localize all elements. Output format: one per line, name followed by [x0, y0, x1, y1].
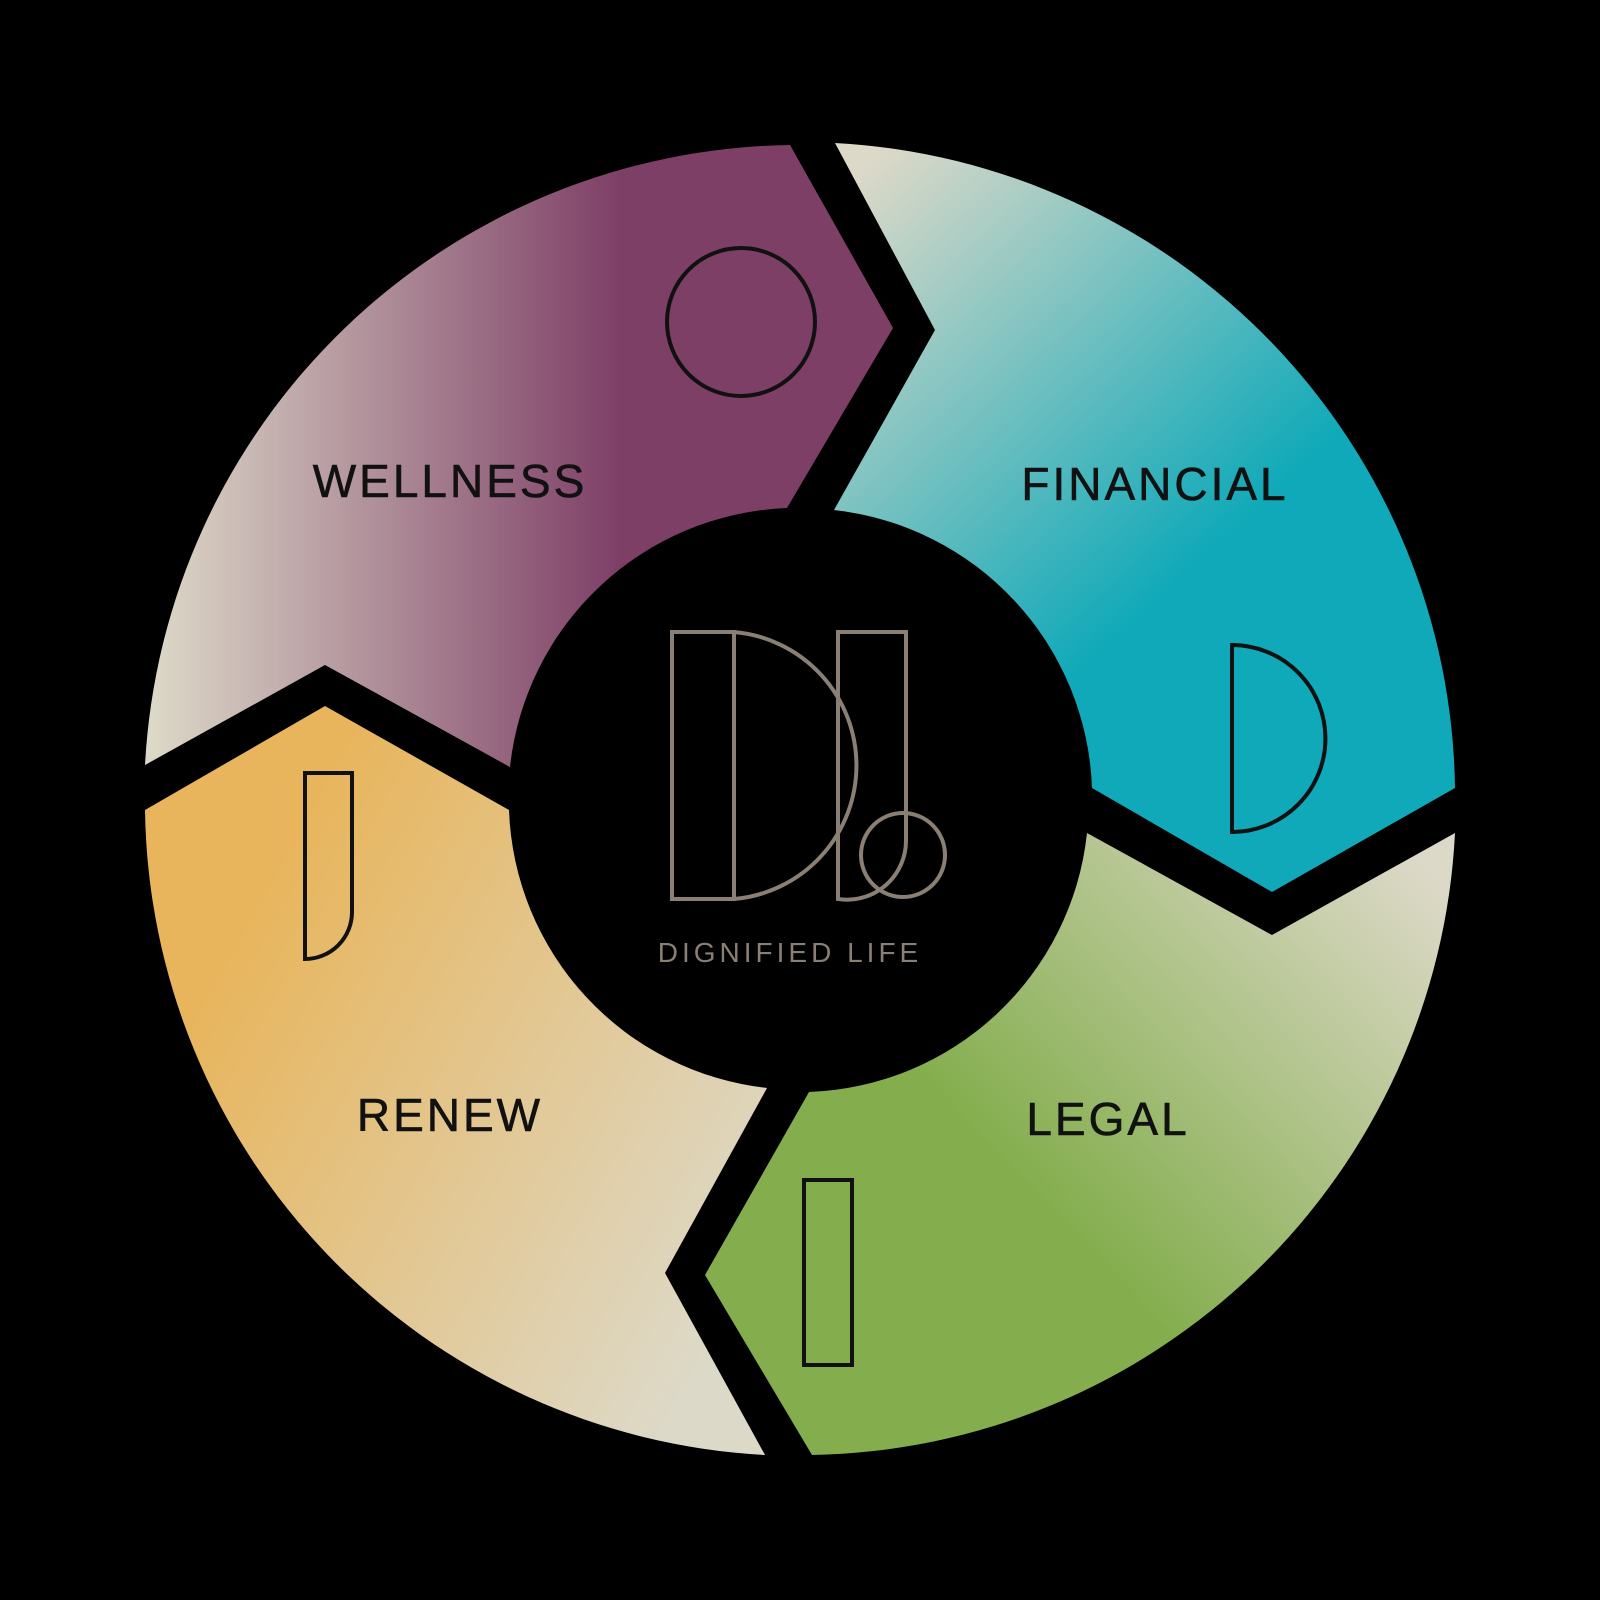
segment-wellness-shape	[145, 145, 893, 767]
segment-label-renew: RENEW	[357, 1089, 543, 1141]
segment-renew[interactable]: RENEW	[145, 706, 767, 1455]
segment-financial-shape	[834, 143, 1455, 892]
segment-renew-shape	[145, 706, 767, 1455]
center-logo: DIGNIFIED LIFE	[512, 512, 1088, 1088]
segment-label-wellness: WELLNESS	[313, 455, 588, 507]
segment-label-financial: FINANCIAL	[1021, 458, 1288, 510]
segment-label-legal: LEGAL	[1026, 1093, 1189, 1145]
bar-icon	[802, 1178, 854, 1367]
circle-icon	[665, 246, 817, 398]
dl-monogram-icon	[670, 630, 947, 902]
segment-financial[interactable]: FINANCIAL	[834, 143, 1455, 892]
segment-legal-shape	[705, 833, 1455, 1455]
segment-wellness[interactable]: WELLNESS	[145, 145, 893, 767]
half-disc-icon	[1230, 642, 1328, 835]
center-disc	[512, 512, 1088, 1088]
segment-legal[interactable]: LEGAL	[705, 833, 1455, 1455]
brand-name: DIGNIFIED LIFE	[658, 937, 922, 968]
quarter-bar-icon	[303, 771, 354, 962]
